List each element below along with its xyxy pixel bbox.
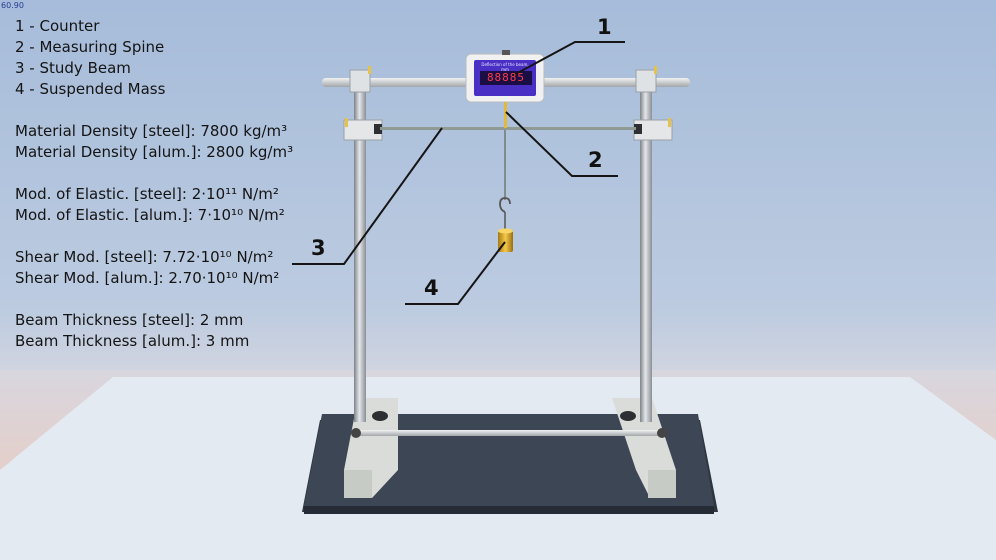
suspended-mass-top xyxy=(498,228,513,234)
counter-title: Deflection of the beam, mm xyxy=(481,62,529,72)
shear-alum: Shear Mod. [alum.]: 2.70·10¹⁰ N/m² xyxy=(15,269,280,287)
beam-clamp-screw-right xyxy=(634,124,642,134)
study-beam xyxy=(380,127,636,130)
legend-item-study-beam: 3 - Study Beam xyxy=(15,59,131,77)
fps-readout: 60.90 xyxy=(1,1,24,10)
thickness-steel: Beam Thickness [steel]: 2 mm xyxy=(15,311,244,329)
elastic-alum: Mod. of Elastic. [alum.]: 7·10¹⁰ N/m² xyxy=(15,206,285,224)
beam-clamp-screw-left xyxy=(374,124,382,134)
shear-steel: Shear Mod. [steel]: 7.72·10¹⁰ N/m² xyxy=(15,248,274,266)
density-alum: Material Density [alum.]: 2800 kg/m³ xyxy=(15,143,294,161)
beam-clamp-pin-left xyxy=(345,118,348,127)
legend-panel: 1 - Counter 2 - Measuring Spine 3 - Stud… xyxy=(15,16,293,352)
legend-item-measuring-spine: 2 - Measuring Spine xyxy=(15,38,165,56)
leader-line-4 xyxy=(405,241,506,305)
base-plate-edge xyxy=(304,506,714,514)
right-pole-socket xyxy=(620,411,636,421)
top-clamp-right xyxy=(635,69,657,93)
counter-digit-window xyxy=(480,71,532,85)
base-knob-left xyxy=(351,428,361,438)
callout-4: 4 xyxy=(424,276,439,300)
left-foot-front xyxy=(344,470,372,498)
top-clamp-screw-right xyxy=(654,66,657,74)
base-plate xyxy=(304,414,714,506)
density-steel: Material Density [steel]: 7800 kg/m³ xyxy=(15,122,288,140)
right-foot-front xyxy=(648,470,676,498)
leader-line-1 xyxy=(511,41,625,77)
leader-line-2 xyxy=(505,111,618,177)
legend-item-suspended-mass: 4 - Suspended Mass xyxy=(15,80,166,98)
top-clamp-screw-left xyxy=(368,66,371,74)
hook xyxy=(499,197,511,213)
left-pole-socket xyxy=(372,411,388,421)
base-knob-right xyxy=(657,428,667,438)
base-rod xyxy=(352,430,666,436)
left-pole xyxy=(354,72,366,422)
beam-clamp-pin-right xyxy=(668,118,671,127)
callout-1: 1 xyxy=(597,15,612,39)
thickness-alum: Beam Thickness [alum.]: 3 mm xyxy=(15,332,250,350)
callout-3: 3 xyxy=(311,236,326,260)
measuring-spine xyxy=(504,102,507,128)
right-pole xyxy=(640,72,652,422)
top-clamp-left xyxy=(349,69,371,93)
callout-2: 2 xyxy=(588,148,603,172)
counter-digits: 88885 xyxy=(486,71,526,84)
elastic-steel: Mod. of Elastic. [steel]: 2·10¹¹ N/m² xyxy=(15,185,279,203)
counter-mount xyxy=(502,50,510,55)
leader-line-3 xyxy=(292,127,443,265)
legend-item-counter: 1 - Counter xyxy=(15,17,100,35)
